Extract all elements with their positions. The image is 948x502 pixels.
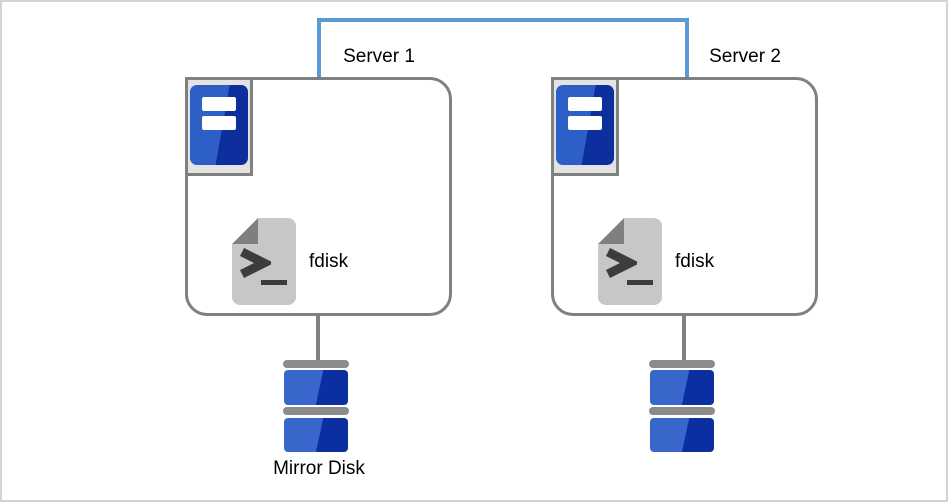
disk-connector-line [682, 315, 686, 361]
server-slot-icon [202, 116, 236, 130]
tool-label: fdisk [675, 251, 715, 272]
disk-label: Mirror Disk [273, 458, 365, 479]
disk-cap-icon [649, 360, 715, 368]
disk-cap-icon [283, 407, 349, 415]
prompt-chevron-icon [239, 247, 271, 279]
disk-platter-icon [650, 370, 714, 405]
tool-label: fdisk [309, 251, 349, 272]
server-slot-icon [568, 116, 602, 130]
server-icon-frame [185, 77, 253, 176]
server-icon-frame [551, 77, 619, 176]
server-tower-icon [190, 85, 248, 165]
server-interconnect-line [317, 18, 689, 78]
disk-platter-icon [284, 418, 348, 452]
server-slot-icon [568, 97, 602, 111]
disk-connector-line [316, 315, 320, 361]
stacked-disk-icon [283, 360, 349, 452]
disk-platter-icon [650, 418, 714, 452]
stacked-disk-icon [649, 360, 715, 452]
disk-platter-icon [284, 370, 348, 405]
server-name-label: Server 1 [343, 46, 415, 67]
server-tower-icon [556, 85, 614, 165]
prompt-underscore-icon [261, 280, 287, 285]
server-name-label: Server 2 [709, 46, 781, 67]
prompt-chevron-icon [605, 247, 637, 279]
disk-cap-icon [649, 407, 715, 415]
server-slot-icon [202, 97, 236, 111]
server-group-2: Server 2 fdisk [368, 2, 946, 500]
disk-cap-icon [283, 360, 349, 368]
prompt-underscore-icon [627, 280, 653, 285]
